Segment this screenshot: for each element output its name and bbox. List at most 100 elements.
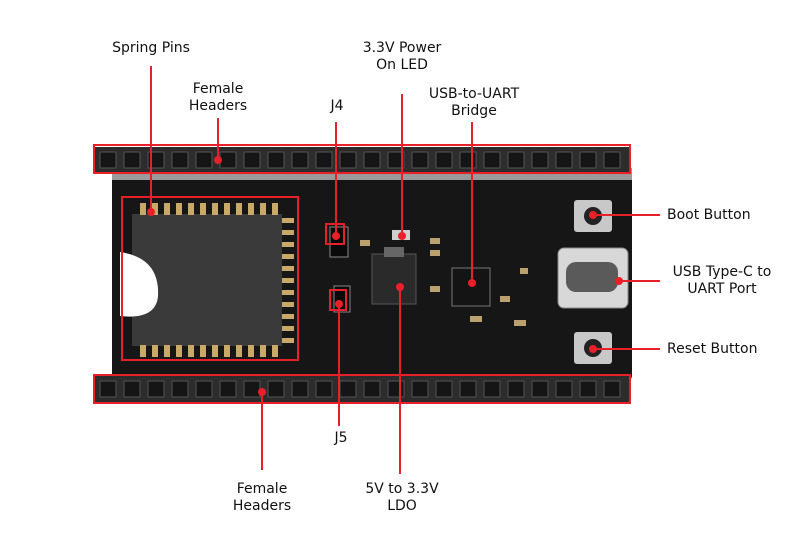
header-socket <box>411 151 429 169</box>
spring-pin <box>282 338 294 343</box>
label-female-headers-top: Female Headers <box>188 81 248 114</box>
header-socket <box>387 151 405 169</box>
header-socket <box>435 380 453 398</box>
spring-pin <box>152 345 158 357</box>
spring-pin <box>224 345 230 357</box>
spring-pin <box>236 203 242 215</box>
spring-pin <box>224 203 230 215</box>
spring-pin <box>164 345 170 357</box>
header-socket <box>243 151 261 169</box>
header-socket <box>363 151 381 169</box>
header-socket <box>195 380 213 398</box>
header-socket <box>315 380 333 398</box>
header-socket <box>555 380 573 398</box>
label-power-led: 3.3V Power On LED <box>362 40 442 73</box>
header-socket <box>579 151 597 169</box>
spring-pin <box>260 203 266 215</box>
spring-pin <box>282 278 294 283</box>
header-socket <box>123 380 141 398</box>
spring-pin <box>176 203 182 215</box>
ldo-regulator <box>371 253 417 305</box>
spring-pin <box>282 290 294 295</box>
header-socket <box>195 151 213 169</box>
label-reset-button: Reset Button <box>667 341 758 357</box>
spring-pin <box>152 203 158 215</box>
spring-pin <box>236 345 242 357</box>
header-socket <box>291 380 309 398</box>
header-socket <box>483 151 501 169</box>
spring-pin <box>248 203 254 215</box>
label-usb-uart-bridge: USB-to-UART Bridge <box>428 86 520 119</box>
header-socket <box>99 151 117 169</box>
header-socket <box>291 151 309 169</box>
spring-pin <box>140 203 146 215</box>
header-socket <box>171 380 189 398</box>
spring-pin <box>248 345 254 357</box>
label-j4: J4 <box>330 98 344 114</box>
spring-pin <box>282 242 294 247</box>
header-socket <box>315 151 333 169</box>
header-socket <box>483 380 501 398</box>
spring-pin <box>200 345 206 357</box>
spring-pin <box>282 230 294 235</box>
header-socket <box>579 380 597 398</box>
header-socket <box>267 151 285 169</box>
spring-pin <box>282 314 294 319</box>
spring-pin <box>282 302 294 307</box>
spring-pin <box>272 345 278 357</box>
header-socket <box>459 151 477 169</box>
header-socket <box>531 380 549 398</box>
spring-pin <box>164 203 170 215</box>
spring-pin <box>272 203 278 215</box>
header-socket <box>147 380 165 398</box>
esp-module <box>132 214 282 346</box>
j4-jumper <box>329 226 349 258</box>
spring-pin <box>188 203 194 215</box>
spring-pin <box>282 326 294 331</box>
bottom-header-pins <box>99 380 621 398</box>
header-socket <box>267 380 285 398</box>
header-socket <box>123 151 141 169</box>
spring-pin <box>176 345 182 357</box>
spring-pin <box>200 203 206 215</box>
header-socket <box>99 380 117 398</box>
spring-pin <box>212 203 218 215</box>
label-boot-button: Boot Button <box>667 207 751 223</box>
callout-top-headers-box <box>93 144 631 174</box>
header-socket <box>339 151 357 169</box>
label-j5: J5 <box>334 430 348 446</box>
header-socket <box>435 151 453 169</box>
callouts <box>93 66 660 474</box>
module-cutout <box>120 252 159 317</box>
callout-spring-pins-box <box>121 196 299 361</box>
header-socket <box>459 380 477 398</box>
header-socket <box>339 380 357 398</box>
callout-dots <box>147 156 623 396</box>
spring-pin <box>282 254 294 259</box>
spring-pins <box>140 203 294 357</box>
header-socket <box>243 380 261 398</box>
spring-pin <box>188 345 194 357</box>
usb-typec-opening <box>566 262 618 292</box>
label-usb-typec: USB Type-C to UART Port <box>672 264 772 297</box>
label-spring-pins: Spring Pins <box>112 40 190 56</box>
label-ldo: 5V to 3.3V LDO <box>365 481 439 514</box>
header-socket <box>555 151 573 169</box>
header-socket <box>411 380 429 398</box>
spring-pin <box>260 345 266 357</box>
header-socket <box>603 380 621 398</box>
header-socket <box>219 380 237 398</box>
header-socket <box>507 151 525 169</box>
header-socket <box>531 151 549 169</box>
spring-pin <box>282 266 294 271</box>
header-socket <box>507 380 525 398</box>
spring-pin <box>140 345 146 357</box>
header-socket <box>171 151 189 169</box>
label-female-headers-bottom: Female Headers <box>232 481 292 514</box>
header-socket <box>363 380 381 398</box>
header-socket <box>387 380 405 398</box>
small-components <box>360 238 528 326</box>
spring-pin <box>282 218 294 223</box>
header-socket <box>219 151 237 169</box>
